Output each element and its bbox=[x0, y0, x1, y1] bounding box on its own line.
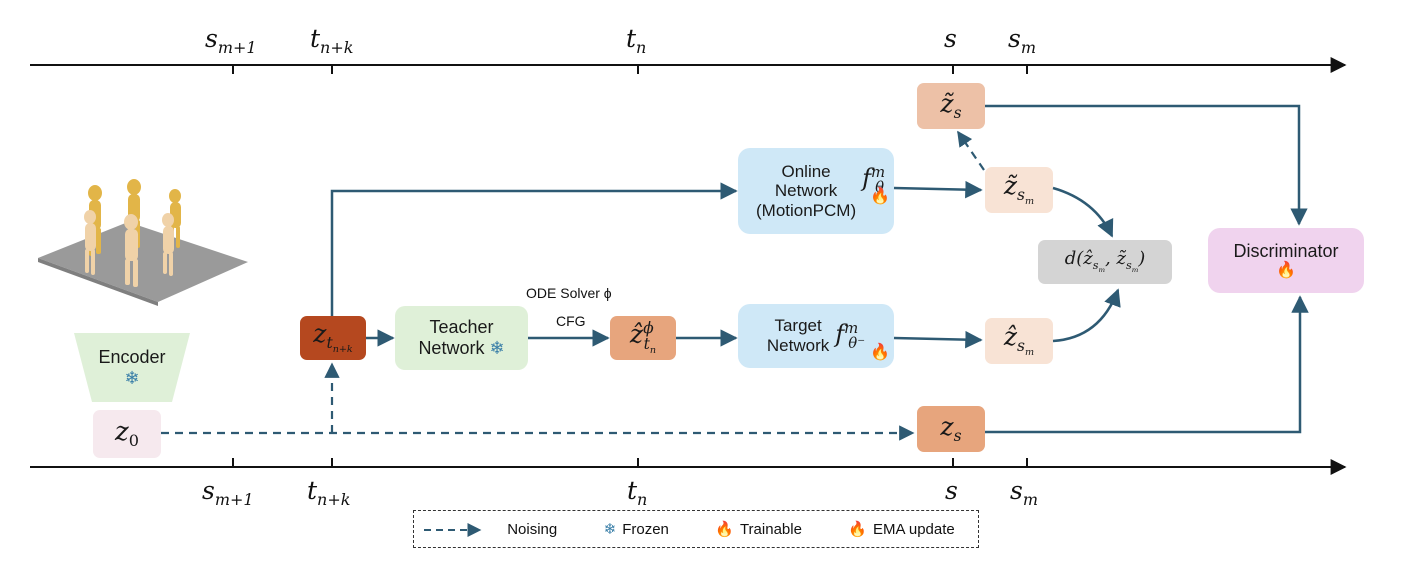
fire-black-icon: 🔥 bbox=[848, 521, 868, 538]
discriminator-rect bbox=[1208, 228, 1364, 293]
z-tilde-sm-rect bbox=[985, 167, 1053, 213]
fire-icon: 🔥 bbox=[715, 521, 734, 538]
z-hat-tn-node: ẑϕtn bbox=[629, 319, 657, 356]
noising-arrow-ztildesm-to-ztildes bbox=[957, 130, 985, 171]
snowflake-icon: ❄ bbox=[489, 338, 505, 358]
online-network: Online Network (MotionPCM) fmθ bbox=[756, 161, 886, 220]
discriminator: Discriminator 🔥 bbox=[1233, 240, 1339, 279]
legend-noising: Noising bbox=[507, 520, 558, 538]
bottom-ticks bbox=[232, 458, 1028, 467]
arrow-ztildesm-to-distance bbox=[1052, 186, 1114, 238]
legend-ema: 🔥EMA update bbox=[848, 520, 955, 539]
top-ticks bbox=[232, 65, 1028, 74]
encoder-block: Encoder ❄ bbox=[74, 338, 190, 398]
fire-icon: 🔥 bbox=[870, 188, 890, 205]
z0-node: z0 bbox=[115, 416, 139, 450]
z0-rect bbox=[93, 410, 161, 458]
z-tilde-s-rect bbox=[917, 83, 985, 129]
arrow-ztnk-to-online bbox=[330, 182, 738, 316]
top-tick-t-nk: tn+k bbox=[310, 24, 354, 57]
encoder-label: Encoder bbox=[98, 347, 166, 368]
z-s-node: zs bbox=[940, 411, 962, 445]
top-tick-t-n: tn bbox=[626, 24, 647, 57]
bottom-tick-t-n: tn bbox=[627, 476, 648, 509]
bottom-tick-t-nk: tn+k bbox=[307, 476, 351, 509]
distance-rect bbox=[1038, 240, 1172, 284]
arrow-zs-to-discriminator bbox=[985, 295, 1309, 434]
top-tick-s-m1: sm+1 bbox=[205, 24, 257, 57]
legend-frozen: ❄Frozen bbox=[603, 520, 669, 539]
bottom-tick-s-m: sm bbox=[1010, 476, 1039, 509]
teacher-rect bbox=[395, 306, 528, 370]
z-tilde-sm-node: z̃sm bbox=[1003, 171, 1035, 208]
teacher-network: Teacher Network ❄ bbox=[418, 317, 505, 358]
z-hat-sm-node: ẑsm bbox=[1003, 322, 1035, 359]
distance-node: d(ẑsm, z̃sm) bbox=[1064, 248, 1146, 274]
arrow-target-to-zhatsm bbox=[893, 330, 983, 349]
arrow-online-to-ztildesm bbox=[893, 180, 983, 199]
arrow-ztildes-to-discriminator bbox=[985, 104, 1308, 226]
fire-black-icon: 🔥 bbox=[870, 344, 890, 361]
z-tnk-rect bbox=[300, 316, 366, 360]
target-rect bbox=[738, 304, 894, 368]
top-tick-s: s bbox=[944, 24, 957, 53]
top-tick-s-m: sm bbox=[1008, 24, 1037, 57]
z-hat-sm-rect bbox=[985, 318, 1053, 364]
z-s-rect bbox=[917, 406, 985, 452]
cfg-label: CFG bbox=[556, 313, 586, 329]
bottom-tick-s-m1: sm+1 bbox=[202, 476, 254, 509]
target-network: Target Network fmθ⁻ bbox=[766, 316, 866, 355]
z-tilde-s-node: z̃s bbox=[940, 88, 962, 122]
z-hat-tn-rect bbox=[610, 316, 676, 360]
snowflake-icon: ❄ bbox=[603, 521, 617, 538]
bottom-tick-s: s bbox=[945, 476, 958, 505]
online-rect bbox=[738, 148, 894, 234]
fire-icon: 🔥 bbox=[1276, 261, 1296, 279]
snowflake-icon: ❄ bbox=[124, 368, 140, 388]
encoder-shape bbox=[74, 333, 190, 402]
motion-scene-image bbox=[38, 179, 248, 306]
legend-trainable: 🔥Trainable bbox=[715, 520, 802, 539]
ode-solver-label: ODE Solver ϕ bbox=[526, 285, 612, 301]
legend: Noising ❄Frozen 🔥Trainable 🔥EMA update bbox=[413, 510, 979, 548]
arrow-zhatsm-to-distance bbox=[1052, 288, 1121, 343]
z-tnk-node: ztn+k bbox=[313, 319, 353, 356]
